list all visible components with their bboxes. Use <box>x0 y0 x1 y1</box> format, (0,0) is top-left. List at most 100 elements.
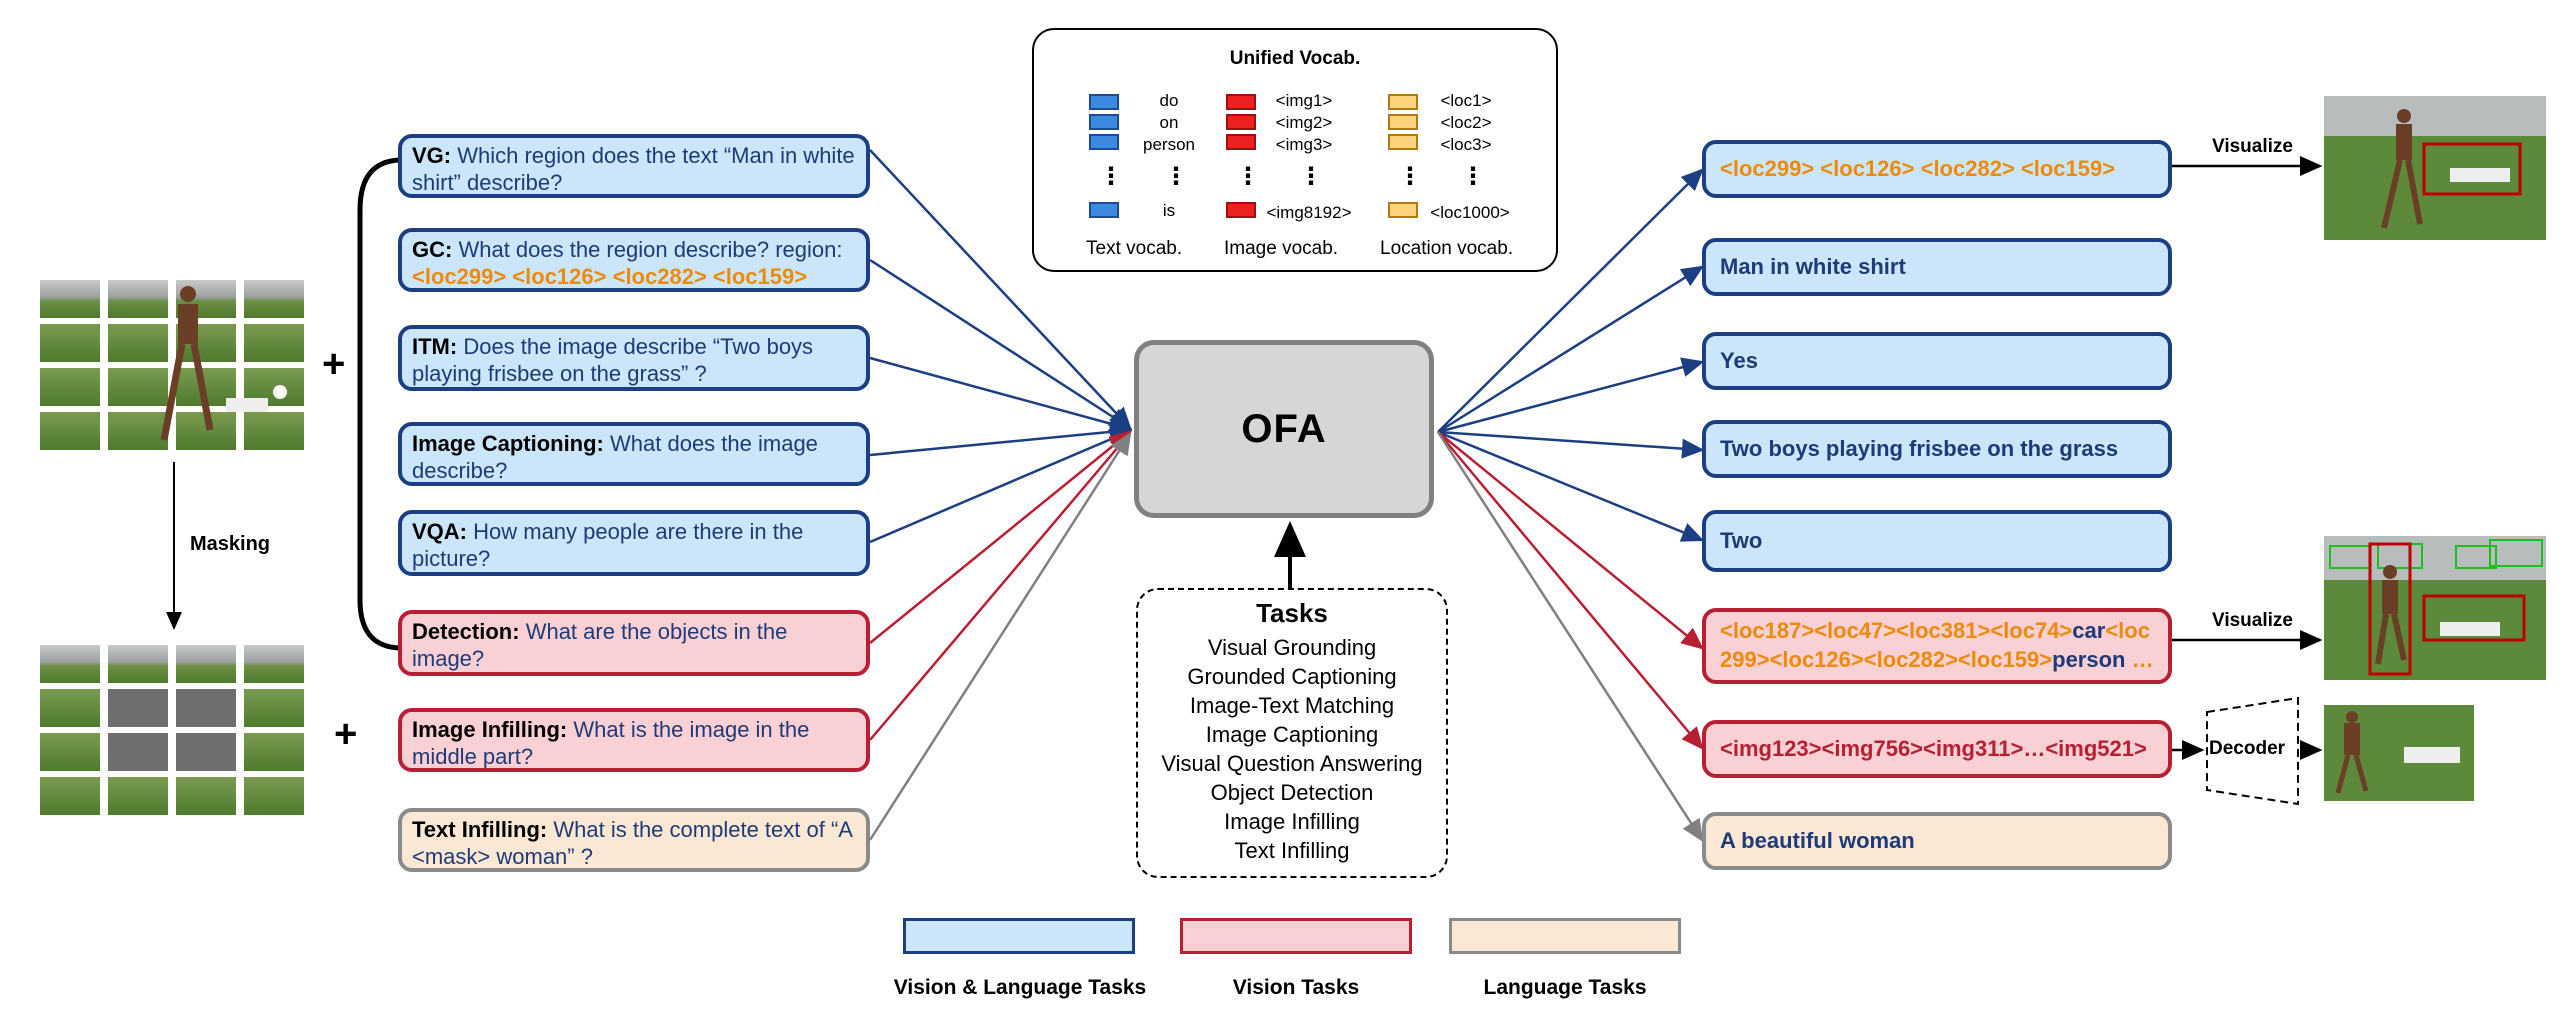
output-vg: <loc299> <loc126> <loc282> <loc159> <box>1702 140 2172 198</box>
image-token: <img3> <box>1275 135 1333 154</box>
legend-swatch-vl <box>903 918 1135 954</box>
legend-label-language: Language Tasks <box>1483 976 1647 999</box>
location-vocab-label: Location vocab. <box>1380 238 1514 259</box>
text-token-swatch <box>1089 114 1119 130</box>
task-prompt: What does the image describe? <box>412 431 818 483</box>
output-text-infilling: A beautiful woman <box>1702 812 2172 870</box>
visualize-label-top: Visualize <box>2212 136 2293 157</box>
location-token: <loc2> <box>1440 113 1492 132</box>
ellipsis: ⋮ <box>1099 163 1123 190</box>
location-token-swatch <box>1388 94 1418 110</box>
location-token: <loc1> <box>1440 91 1492 110</box>
image-token: <img8192> <box>1266 203 1352 222</box>
task-prompt: What is the complete text of “A <mask> w… <box>412 817 852 869</box>
input-image-infilling: Image Infilling: What is the image in th… <box>398 708 870 772</box>
infilled-image <box>2324 705 2474 801</box>
masking-label: Masking <box>190 533 271 555</box>
image-token: <img1> <box>1275 91 1333 110</box>
output-gc: Man in white shirt <box>1702 238 2172 296</box>
det-loc-a: <loc187><loc47><loc381><loc74> <box>1720 618 2073 643</box>
task-item: Visual Question Answering <box>1161 751 1423 776</box>
input-arrows <box>868 149 1133 841</box>
task-prompt: Which region does the text “Man in white… <box>412 143 855 195</box>
det-ellipsis: … <box>2131 647 2154 672</box>
image-token-swatch <box>1226 114 1256 130</box>
image-tokens: <img123><img756><img311>…<img521> <box>1720 736 2147 761</box>
masked-patch-grid <box>40 645 304 817</box>
task-name: ITM: <box>412 334 458 359</box>
task-prompt: How many people are there in the picture… <box>412 519 804 571</box>
output-vqa: Two <box>1702 510 2172 572</box>
output-detection: <loc187><loc47><loc381><loc74>car<loc 29… <box>1702 608 2172 684</box>
input-captioning: Image Captioning: What does the image de… <box>398 422 870 486</box>
input-gc: GC: What does the region describe? regio… <box>398 228 870 292</box>
task-name: VG: <box>412 143 452 168</box>
det-label-car: car <box>2072 618 2106 643</box>
text-vocab-label: Text vocab. <box>1086 238 1183 259</box>
output-itm: Yes <box>1702 332 2172 390</box>
tasks-panel: Tasks Visual Grounding Grounded Captioni… <box>1136 588 1448 878</box>
task-prompt: What is the image in the middle part? <box>412 717 810 769</box>
image-vocab-label: Image vocab. <box>1224 238 1339 259</box>
region-tokens: <loc299> <loc126> <loc282> <loc159> <box>412 264 808 289</box>
image-token-swatch <box>1226 94 1256 110</box>
ellipsis: ⋮ <box>1461 163 1485 190</box>
task-prompt: What does the region describe? region: <box>458 237 843 262</box>
task-name: Text Infilling: <box>412 817 548 842</box>
location-token: <loc1000> <box>1430 203 1510 222</box>
task-item: Image Infilling <box>1224 809 1360 834</box>
task-prompt: Does the image describe “Two boys playin… <box>412 334 814 386</box>
plus-sign-top: + <box>322 342 346 386</box>
location-token-swatch <box>1388 134 1418 150</box>
task-prompt: What are the objects in the image? <box>412 619 788 671</box>
task-name: VQA: <box>412 519 467 544</box>
input-vg: VG: Which region does the text “Man in w… <box>398 134 870 198</box>
text-token: do <box>1159 91 1179 110</box>
task-name: Image Captioning: <box>412 431 604 456</box>
ellipsis: ⋮ <box>1398 163 1422 190</box>
task-item: Grounded Captioning <box>1187 664 1397 689</box>
text-token: on <box>1159 113 1179 132</box>
tasks-title: Tasks <box>1256 598 1328 628</box>
ellipsis: ⋮ <box>1164 163 1188 190</box>
text-token-swatch <box>1089 202 1119 218</box>
location-token-swatch <box>1388 114 1418 130</box>
legend-label-vl: Vision & Language Tasks <box>893 976 1147 999</box>
output-region-tokens: <loc299> <loc126> <loc282> <loc159> <box>1720 156 2116 181</box>
grounding-visualization-image <box>2324 96 2546 240</box>
detection-visualization-image <box>2324 536 2546 680</box>
plus-sign-bottom: + <box>334 712 358 756</box>
ellipsis: ⋮ <box>1299 163 1323 190</box>
text-token-swatch <box>1089 94 1119 110</box>
output-caption: Two boys playing frisbee on the grass <box>1702 420 2172 478</box>
task-item: Text Infilling <box>1234 838 1350 863</box>
task-item: Image-Text Matching <box>1189 693 1395 718</box>
input-itm: ITM: Does the image describe “Two boys p… <box>398 325 870 391</box>
decoder-label: Decoder <box>2209 738 2286 759</box>
output-image-infilling: <img123><img756><img311>…<img521> <box>1702 720 2172 778</box>
det-label-person: person <box>2052 647 2132 672</box>
task-item: Image Captioning <box>1205 722 1379 747</box>
task-name: GC: <box>412 237 453 262</box>
legend-swatch-language <box>1449 918 1681 954</box>
text-token-swatch <box>1089 134 1119 150</box>
task-item: Object Detection <box>1210 780 1374 805</box>
image-token-swatch <box>1226 202 1256 218</box>
text-token: is <box>1162 201 1176 220</box>
det-loc-c: 299><loc126><loc282><loc159> <box>1720 647 2053 672</box>
text-token: person <box>1143 135 1195 154</box>
visualize-label-bottom: Visualize <box>2212 610 2293 631</box>
task-name: Image Infilling: <box>412 717 568 742</box>
task-name: Detection: <box>412 619 520 644</box>
input-text-infilling: Text Infilling: What is the complete tex… <box>398 808 870 872</box>
image-token: <img2> <box>1275 113 1333 132</box>
input-detection: Detection: What are the objects in the i… <box>398 610 870 676</box>
location-token-swatch <box>1388 202 1418 218</box>
image-token-swatch <box>1226 134 1256 150</box>
det-loc-b: <loc <box>2105 618 2150 643</box>
task-item: Visual Grounding <box>1207 635 1377 660</box>
unified-vocab-panel: Unified Vocab. ⋮ do on person ⋮ is Text … <box>1032 28 1558 272</box>
input-vqa: VQA: How many people are there in the pi… <box>398 510 870 576</box>
vocab-title: Unified Vocab. <box>1229 48 1361 69</box>
